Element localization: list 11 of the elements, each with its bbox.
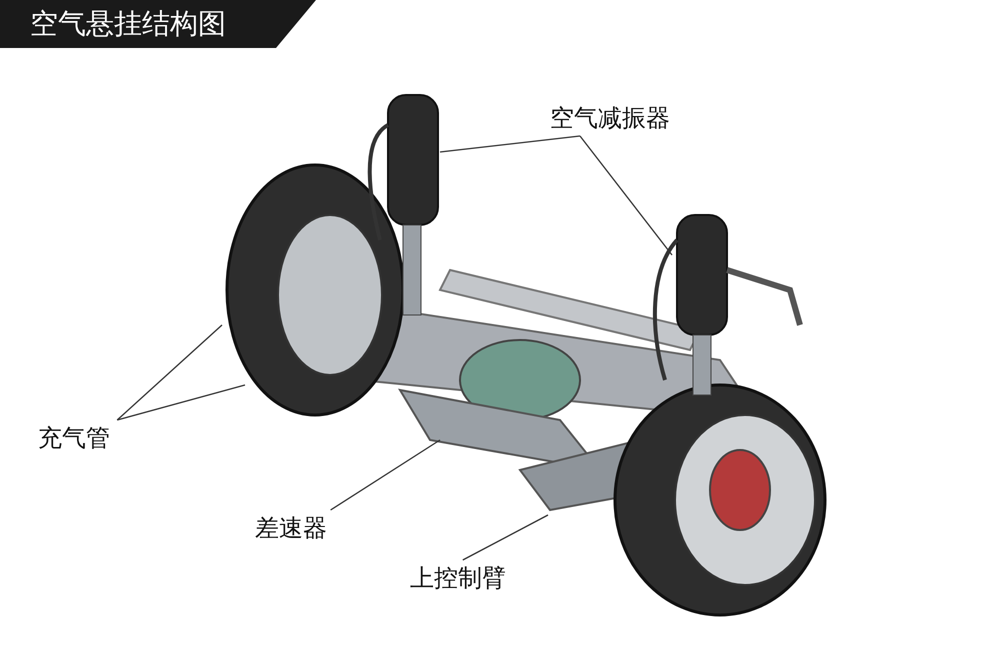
leader-line [579, 136, 673, 256]
leader-line [440, 135, 580, 153]
callout-label: 充气管 [38, 423, 110, 453]
callout-label: 空气减振器 [550, 103, 670, 133]
callout-label: 差速器 [255, 513, 327, 543]
leader-line [330, 439, 440, 511]
leader-line [462, 514, 548, 561]
callout-label: 上控制臂 [410, 563, 506, 593]
leader-line [117, 384, 246, 421]
leader-line [116, 324, 222, 420]
title-banner: 空气悬挂结构图 [0, 0, 316, 48]
